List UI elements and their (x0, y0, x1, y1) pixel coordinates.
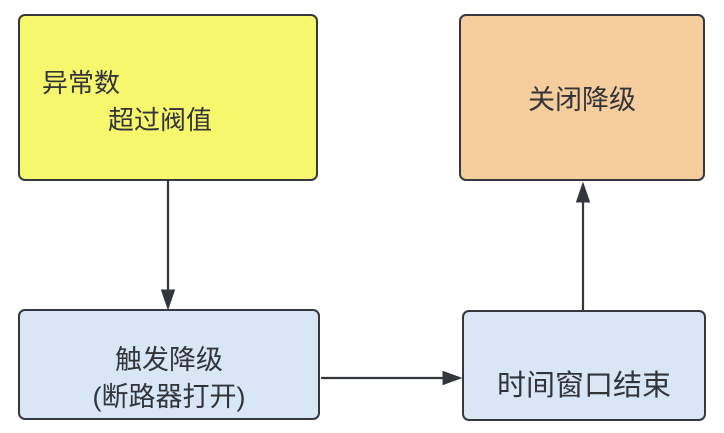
arrow-threshold-to-trigger (160, 181, 176, 311)
node-label-line: 超过阀值 (108, 105, 213, 135)
node-trigger-degradation[interactable]: 触发降级 (断路器打开) (18, 309, 320, 420)
arrow-trigger-to-window (321, 370, 463, 386)
node-label: 关闭降级 (528, 85, 636, 115)
node-label: 时间窗口结束 (496, 370, 671, 402)
arrow-window-to-close (575, 181, 591, 310)
node-time-window-end[interactable]: 时间窗口结束 (462, 310, 706, 421)
node-exception-over-threshold[interactable]: 异常数 超过阀值 (18, 14, 318, 181)
node-label-line: 异常数 (42, 68, 121, 98)
node-label: 触发降级 (断路器打开) (20, 342, 318, 416)
node-label-line: 触发降级 (115, 345, 223, 375)
node-close-degradation[interactable]: 关闭降级 (459, 14, 705, 181)
node-label-line: (断路器打开) (92, 382, 246, 412)
